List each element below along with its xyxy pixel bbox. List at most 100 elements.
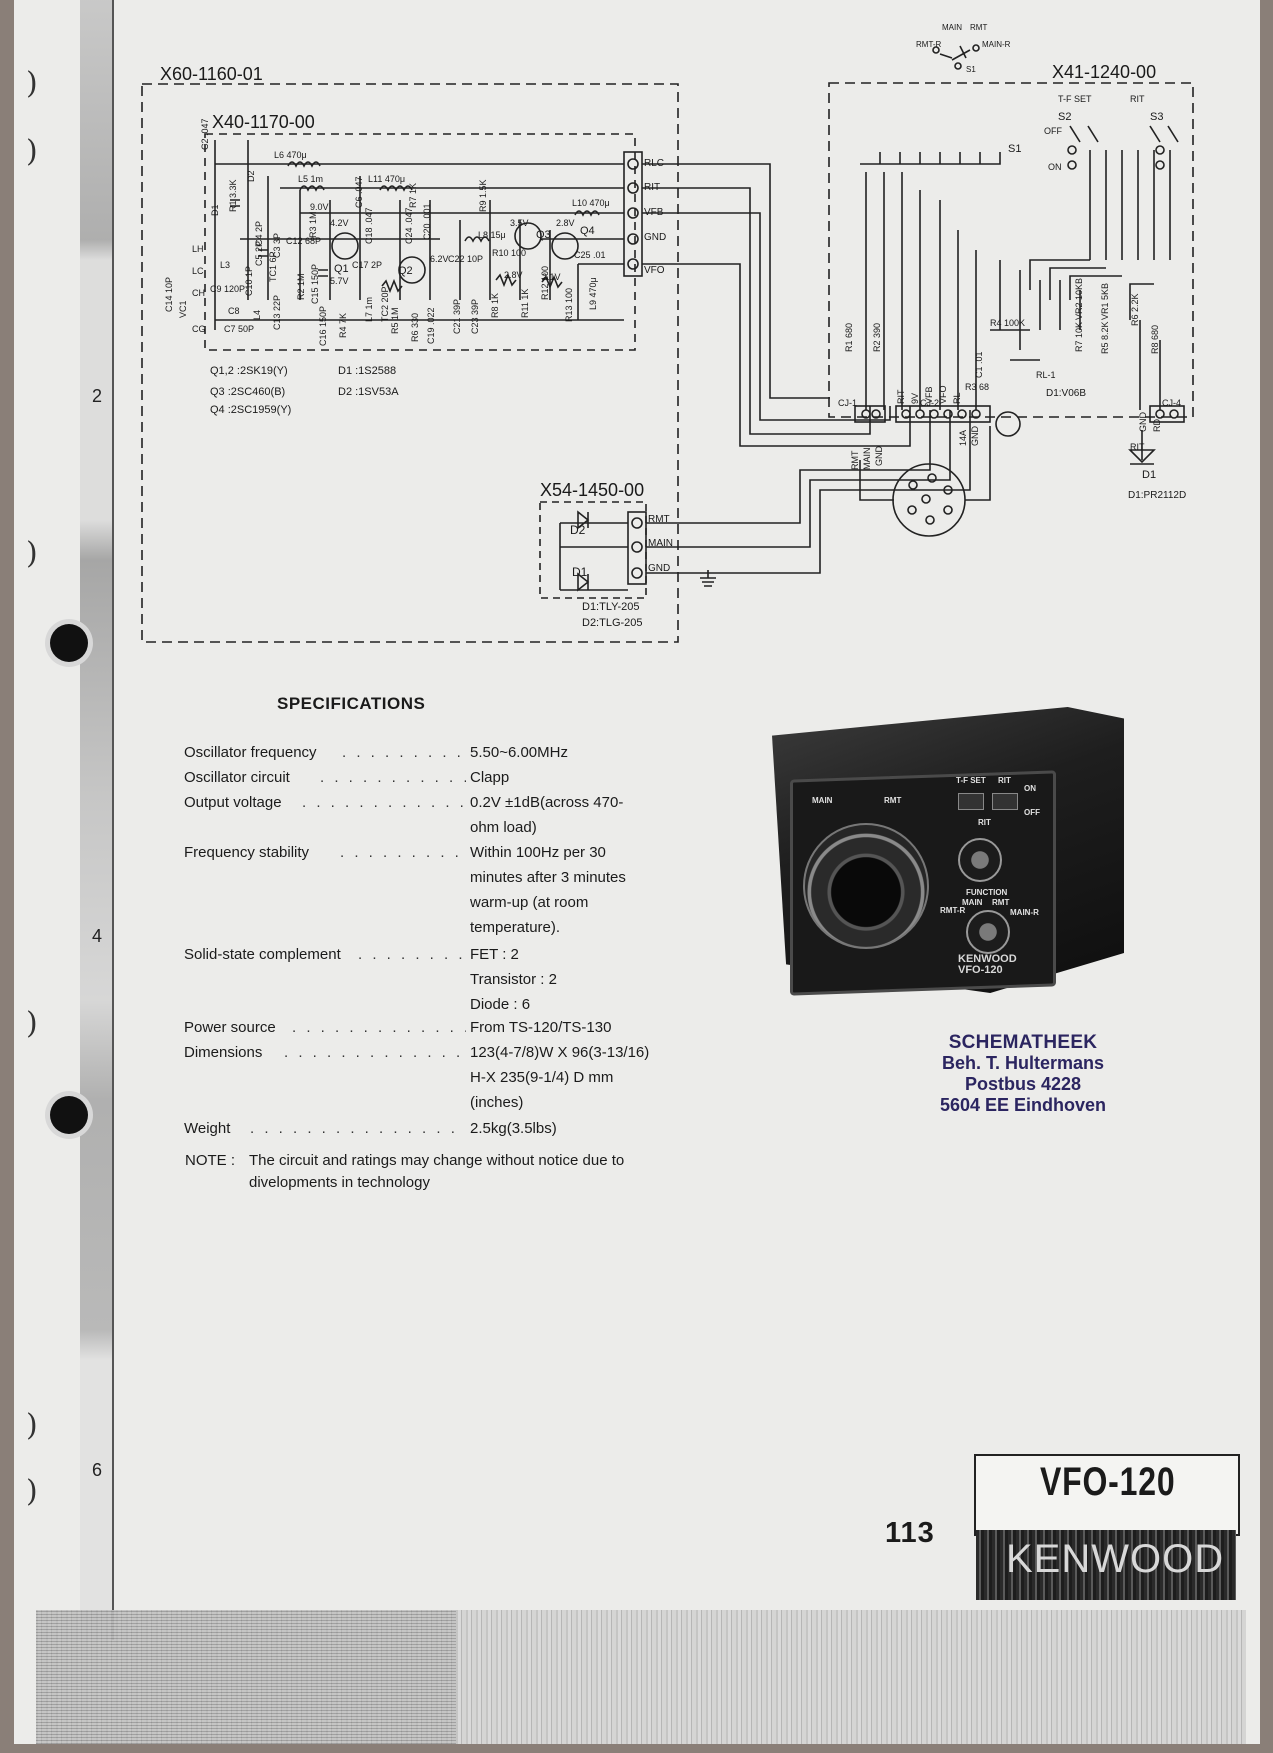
component-label: R3 1M: [308, 211, 318, 238]
board-label: X60-1160-01: [160, 64, 263, 84]
component-label: VFB: [924, 386, 934, 404]
spec-value-line: 0.2V ±1dB(across 470-: [470, 794, 624, 811]
spec-leader-dots: . . . . . . . . . . . . . . . . . . . . …: [320, 769, 466, 786]
led-type: D2:TLG-205: [582, 617, 643, 629]
component-label: C6 .047: [354, 176, 364, 208]
component-label: LH: [192, 244, 204, 254]
terminal-strip-x54: [627, 511, 647, 585]
component-label: Q4: [580, 225, 595, 237]
spec-value-line: H-X 235(9-1/4) D mm: [470, 1069, 614, 1086]
scan-noise: [36, 1610, 456, 1744]
component-label: 9V: [910, 393, 920, 404]
t-f-set-button: [958, 793, 984, 810]
component-label: LC: [192, 266, 204, 276]
component-label: VR1 5KB: [1100, 283, 1110, 320]
terminal-label: VFB: [644, 207, 664, 218]
margin-row-number: 2: [92, 386, 103, 406]
panel-label: RIT: [978, 818, 991, 827]
tuning-dial: [803, 823, 929, 949]
component-label: 4.2V: [330, 218, 349, 228]
semi-entry: Q4 :2SC1959(Y): [210, 404, 291, 416]
component-label: C21 39P: [452, 299, 462, 334]
component-label: C20 .001: [422, 203, 432, 240]
component-label: VFO: [938, 385, 948, 404]
component-label: R3 68: [965, 382, 989, 392]
spec-label: Output voltage: [184, 794, 282, 811]
binder-mark: ): [26, 66, 38, 101]
component-label: L9 470μ: [588, 277, 598, 310]
component-label: GND: [970, 426, 980, 447]
spec-label: Solid-state complement: [184, 946, 341, 963]
component-label: RD: [1152, 419, 1162, 432]
spec-value-line: (inches): [470, 1094, 524, 1111]
component-label: R2 1M: [296, 273, 306, 300]
board-outline-x54: [539, 501, 647, 599]
component-label: 2.1V: [542, 272, 561, 282]
component-label: L3: [220, 260, 230, 270]
binder-mark: ): [26, 1408, 38, 1443]
component-label: R8 1K: [490, 293, 500, 318]
component-label: L4: [252, 310, 262, 320]
spec-value-line: warm-up (at room: [470, 894, 589, 911]
component-label: C12 68P: [286, 236, 321, 246]
component-label: C25 .01: [574, 250, 606, 260]
terminal-label: RLC: [644, 158, 664, 169]
component-label: R12 100: [540, 266, 550, 300]
component-label: R2 390: [872, 323, 882, 352]
component-label: MAIN: [862, 448, 872, 471]
board-outline-x60: [141, 83, 679, 643]
component-label: C2 .047: [200, 118, 210, 150]
spec-value-line: Within 100Hz per 30: [470, 844, 606, 861]
specifications-title: SPECIFICATIONS: [277, 694, 426, 713]
photo-brand: KENWOOD VFO-120: [958, 954, 1017, 976]
component-label: C24 .047: [404, 207, 414, 244]
component-label: R6 330: [410, 313, 420, 342]
component-label: 9.0V: [310, 202, 329, 212]
component-label: C10 1P: [244, 266, 254, 296]
component-label: C23 39P: [470, 299, 480, 334]
component-label: C1 .01: [974, 351, 984, 378]
component-label: R7 1K: [408, 183, 418, 208]
spec-value-line: 123(4-7/8)W X 96(3-13/16): [470, 1044, 650, 1061]
component-label: S2: [1058, 111, 1071, 123]
board-outline-x40: [204, 133, 636, 351]
component-label: S1: [1008, 143, 1021, 155]
component-label: R9 1.5K: [478, 179, 488, 212]
rit-button: [992, 793, 1018, 810]
component-label: CJ-1: [838, 398, 857, 408]
component-label: 2.8V: [504, 270, 523, 280]
binder-mark: ): [26, 134, 38, 169]
component-label: L7 1m: [364, 297, 374, 322]
spec-value: Within 100Hz per 30 minutes after 3 minut…: [470, 840, 700, 940]
component-label: C16 150P: [318, 306, 328, 346]
component-label: Q2: [398, 265, 413, 277]
board-label: X54-1450-00: [540, 480, 644, 500]
model-name: VFO-120: [1040, 1460, 1176, 1504]
brand-box: [976, 1530, 1236, 1600]
panel-label: RMT: [992, 898, 1010, 907]
component-label: L10 470μ: [572, 198, 610, 208]
component-label: GND: [1138, 412, 1148, 433]
component-label: CG: [192, 324, 206, 334]
spec-value: 0.2V ±1dB(across 470-ohm load): [470, 790, 700, 840]
model-text: VFO-120: [958, 964, 1003, 976]
component-label: L6 470μ: [274, 150, 307, 160]
component-label: GND: [874, 446, 884, 467]
component-label: C8: [228, 306, 240, 316]
circuit-schematic: X60-1160-01 X40-1170-00 X41-1240-00 X54-…: [141, 23, 1194, 643]
component-label: RMT: [850, 450, 860, 470]
spec-value-line: minutes after 3 minutes: [470, 869, 626, 886]
component-label: D1:PR2112D: [1128, 490, 1186, 501]
component-label: 6.2V: [430, 254, 449, 264]
spec-value-line: 5.50~6.00MHz: [470, 744, 568, 761]
binder-mark: ): [26, 1006, 38, 1041]
component-label: 5.7V: [330, 276, 349, 286]
component-label: R6 2.2K: [1130, 293, 1140, 326]
component-label: OFF: [1044, 126, 1062, 136]
component-label: RIT: [1130, 94, 1145, 104]
page-margin-strip: [80, 0, 112, 1640]
component-label: C9 120P: [210, 284, 245, 294]
component-label: RIT: [1130, 442, 1145, 452]
terminal-label: GND: [644, 232, 666, 243]
